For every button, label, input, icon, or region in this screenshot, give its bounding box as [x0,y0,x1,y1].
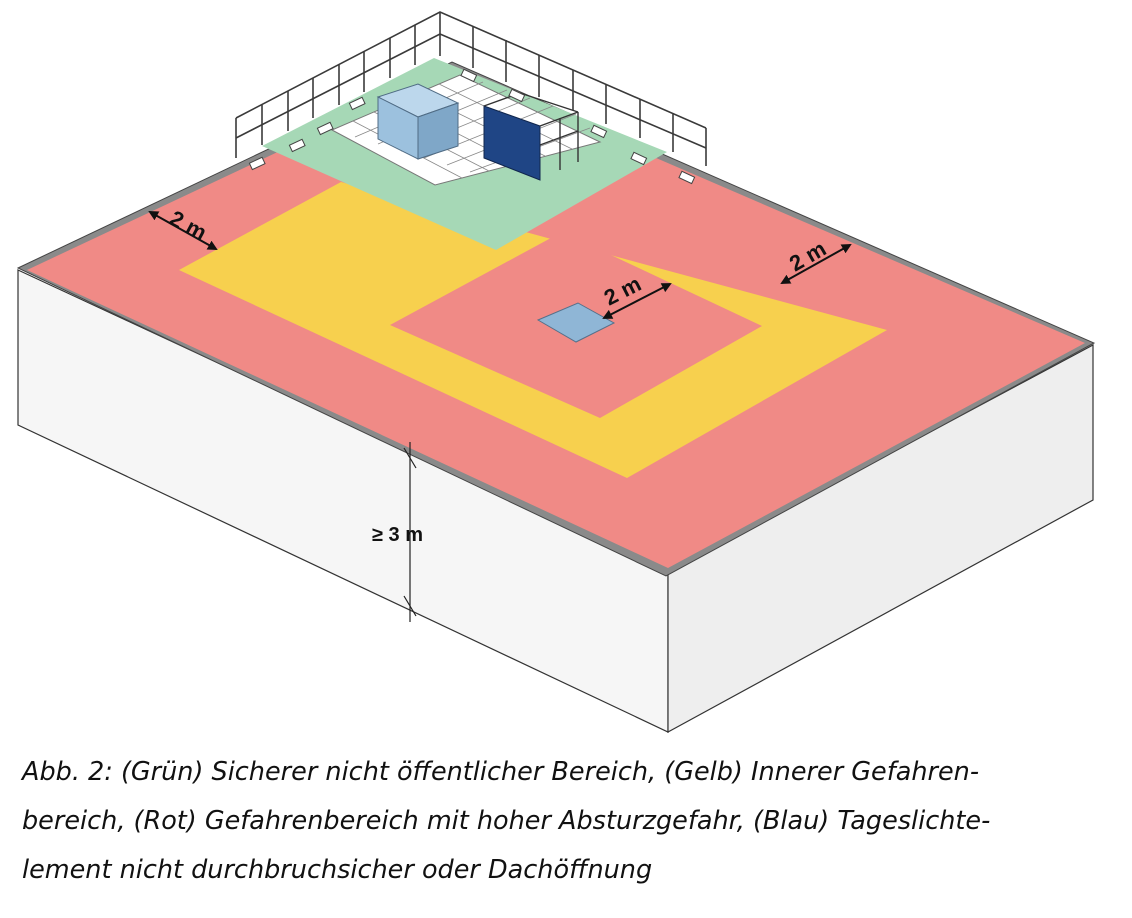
caption-line-1: Abb. 2: (Grün) Sicherer nicht öffentlich… [22,757,980,787]
height-label: ≥ 3 m [372,524,423,546]
skylight [536,302,616,343]
figure-caption: Abb. 2: (Grün) Sicherer nicht öffentlich… [22,748,1112,895]
skylight-margin-arrow [602,283,672,319]
left-margin-arrow [148,211,218,250]
caption-line-2: bereich, (Rot) Gefahrenbereich mit hoher… [22,806,991,836]
caption-line-3: lement nicht durchbruchsicher oder Dachö… [22,855,653,885]
right-margin-arrow [780,244,852,284]
screen-panel [483,92,579,181]
hvac-unit [376,83,460,160]
guardrail [235,11,707,166]
guardrail-feet [248,68,696,185]
height-dimension-line [403,442,417,622]
roof-zone-diagram: 2 m 2 m 2 m ≥ 3 m [16,11,1096,734]
